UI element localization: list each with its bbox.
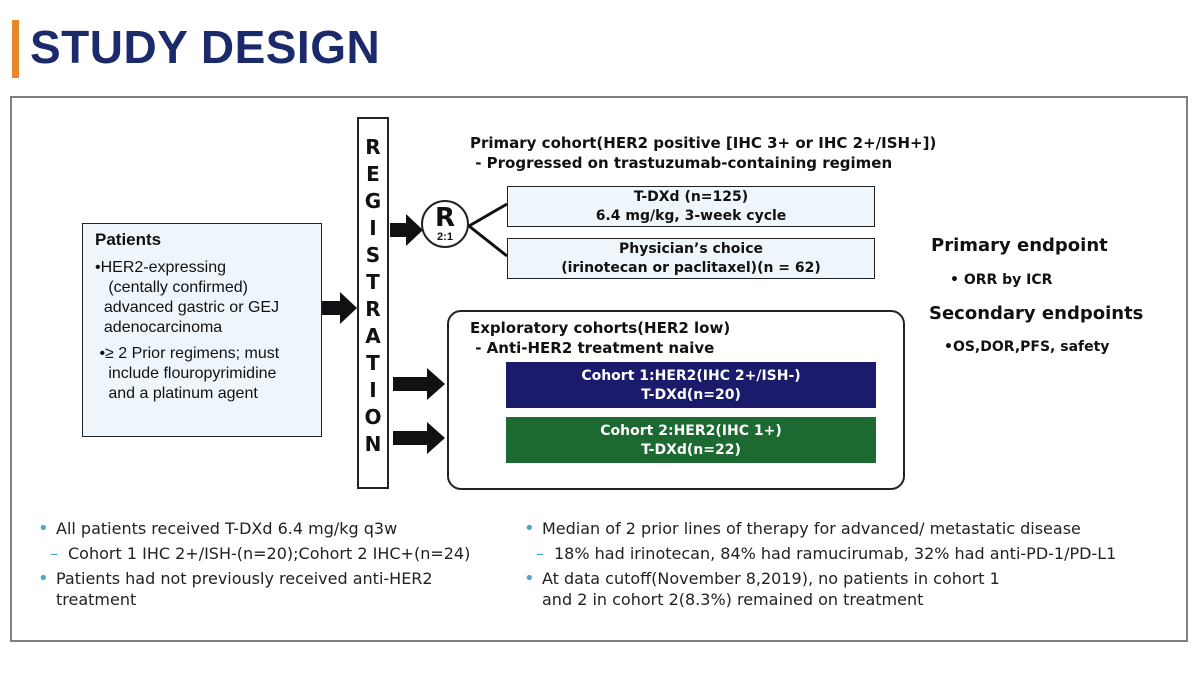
bullet-subitem: – Cohort 1 IHC 2+/ISH-(n=20);Cohort 2 IH… bbox=[38, 543, 508, 564]
diagram-frame bbox=[10, 96, 1188, 642]
exploratory-cohorts-subtitle: - Anti-HER2 treatment naive bbox=[470, 339, 715, 357]
bullet-item: • At data cutoff(November 8,2019), no pa… bbox=[524, 568, 1144, 610]
primary-endpoint-item: • ORR by ICR bbox=[950, 272, 1053, 288]
arm-physicians-choice: Physician’s choice (irinotecan or paclit… bbox=[507, 238, 875, 279]
arm-tdxd-line1: T-DXd (n=125) bbox=[633, 189, 749, 205]
page-title: STUDY DESIGN bbox=[30, 21, 381, 73]
registration-letter: E bbox=[366, 162, 380, 186]
bullet-subitem: – 18% had irinotecan, 84% had ramuciruma… bbox=[524, 543, 1144, 564]
bullet-dot-icon: • bbox=[38, 518, 49, 539]
arm-tdxd-line2: 6.4 mg/kg, 3-week cycle bbox=[595, 208, 787, 224]
arrow-patients-to-registration bbox=[322, 292, 357, 324]
randomization-letter: R bbox=[434, 203, 456, 233]
cohort2-box: Cohort 2:HER2(IHC 1+) T-DXd(n=22) bbox=[506, 417, 876, 463]
randomization-circle: R 2:1 bbox=[421, 200, 469, 248]
bullet-text: Median of 2 prior lines of therapy for a… bbox=[542, 519, 1081, 538]
arrow-registration-to-cohort1 bbox=[393, 368, 445, 400]
bullet-dash-icon: – bbox=[536, 544, 544, 563]
registration-letter: T bbox=[366, 270, 380, 294]
patients-line: •≥ 2 Prior regimens; must bbox=[95, 345, 280, 362]
registration-box: R E G I S T R A T I O N bbox=[357, 117, 389, 489]
patients-box: Patients •HER2-expressing (centally conf… bbox=[82, 223, 322, 437]
bullet-dot-icon: • bbox=[38, 568, 49, 589]
secondary-endpoints-title: Secondary endpoints bbox=[929, 303, 1144, 324]
bullets-left: • All patients received T-DXd 6.4 mg/kg … bbox=[38, 518, 508, 610]
primary-cohort-heading: Primary cohort(HER2 positive [IHC 3+ or … bbox=[470, 133, 936, 173]
registration-letter: O bbox=[364, 405, 382, 429]
patients-line: and a platinum agent bbox=[95, 385, 258, 402]
title-accent-bar bbox=[12, 20, 19, 78]
registration-letter: R bbox=[365, 297, 381, 321]
registration-letter: A bbox=[365, 324, 381, 348]
bullet-dot-icon: • bbox=[524, 568, 535, 589]
patients-line: (centally confirmed) bbox=[95, 279, 248, 296]
bullet-dot-icon: • bbox=[524, 518, 535, 539]
registration-letter: G bbox=[364, 189, 382, 213]
cohort1-line1: Cohort 1:HER2(IHC 2+/ISH-) bbox=[581, 368, 801, 384]
secondary-endpoints-item: •OS,DOR,PFS, safety bbox=[944, 339, 1110, 355]
arrow-registration-to-randomization bbox=[390, 214, 423, 246]
bullet-text: Patients had not previously received ant… bbox=[56, 569, 433, 588]
patients-line: include flouropyrimidine bbox=[95, 365, 277, 382]
bullets-right: • Median of 2 prior lines of therapy for… bbox=[524, 518, 1144, 610]
patients-line: adenocarcinoma bbox=[95, 319, 223, 336]
exploratory-cohorts-heading: Exploratory cohorts(HER2 low) - Anti-HER… bbox=[470, 318, 730, 358]
exploratory-cohorts-title: Exploratory cohorts(HER2 low) bbox=[470, 319, 731, 337]
arm-physicians-choice-line1: Physician’s choice bbox=[619, 241, 763, 257]
registration-letter: I bbox=[369, 378, 377, 402]
registration-letter: S bbox=[365, 243, 381, 267]
registration-letter: I bbox=[369, 216, 377, 240]
cohort2-line1: Cohort 2:HER2(IHC 1+) bbox=[600, 423, 782, 439]
bullet-item: • All patients received T-DXd 6.4 mg/kg … bbox=[38, 518, 508, 539]
bullet-text-cont: and 2 in cohort 2(8.3%) remained on trea… bbox=[542, 590, 924, 609]
registration-letter: T bbox=[366, 351, 380, 375]
randomization-ratio: 2:1 bbox=[437, 231, 453, 243]
cohort1-line2: T-DXd(n=20) bbox=[641, 387, 741, 403]
primary-cohort-subtitle: - Progressed on trastuzumab-containing r… bbox=[470, 154, 893, 172]
randomization-branch-lines bbox=[468, 202, 508, 258]
bullet-text: At data cutoff(November 8,2019), no pati… bbox=[542, 569, 1000, 588]
patients-title: Patients bbox=[95, 230, 162, 249]
bullet-subtext: 18% had irinotecan, 84% had ramucirumab,… bbox=[554, 544, 1117, 563]
registration-letter: R bbox=[365, 135, 381, 159]
patients-line: •HER2-expressing bbox=[95, 259, 226, 276]
patients-line: advanced gastric or GEJ bbox=[95, 299, 280, 316]
bullet-item: • Median of 2 prior lines of therapy for… bbox=[524, 518, 1144, 539]
bullet-dash-icon: – bbox=[50, 544, 58, 563]
cohort2-line2: T-DXd(n=22) bbox=[641, 442, 741, 458]
bullet-item: • Patients had not previously received a… bbox=[38, 568, 508, 610]
primary-cohort-title: Primary cohort(HER2 positive [IHC 3+ or … bbox=[470, 134, 937, 152]
primary-endpoint-title: Primary endpoint bbox=[931, 235, 1108, 256]
cohort1-box: Cohort 1:HER2(IHC 2+/ISH-) T-DXd(n=20) bbox=[506, 362, 876, 408]
bullet-subtext: Cohort 1 IHC 2+/ISH-(n=20);Cohort 2 IHC+… bbox=[68, 544, 471, 563]
registration-letter: N bbox=[364, 432, 382, 456]
arm-tdxd: T-DXd (n=125) 6.4 mg/kg, 3-week cycle bbox=[507, 186, 875, 227]
bullet-text-cont: treatment bbox=[56, 590, 137, 609]
arrow-registration-to-cohort2 bbox=[393, 422, 445, 454]
arm-physicians-choice-line2: (irinotecan or paclitaxel)(n = 62) bbox=[561, 260, 821, 276]
bullet-text: All patients received T-DXd 6.4 mg/kg q3… bbox=[56, 519, 398, 538]
